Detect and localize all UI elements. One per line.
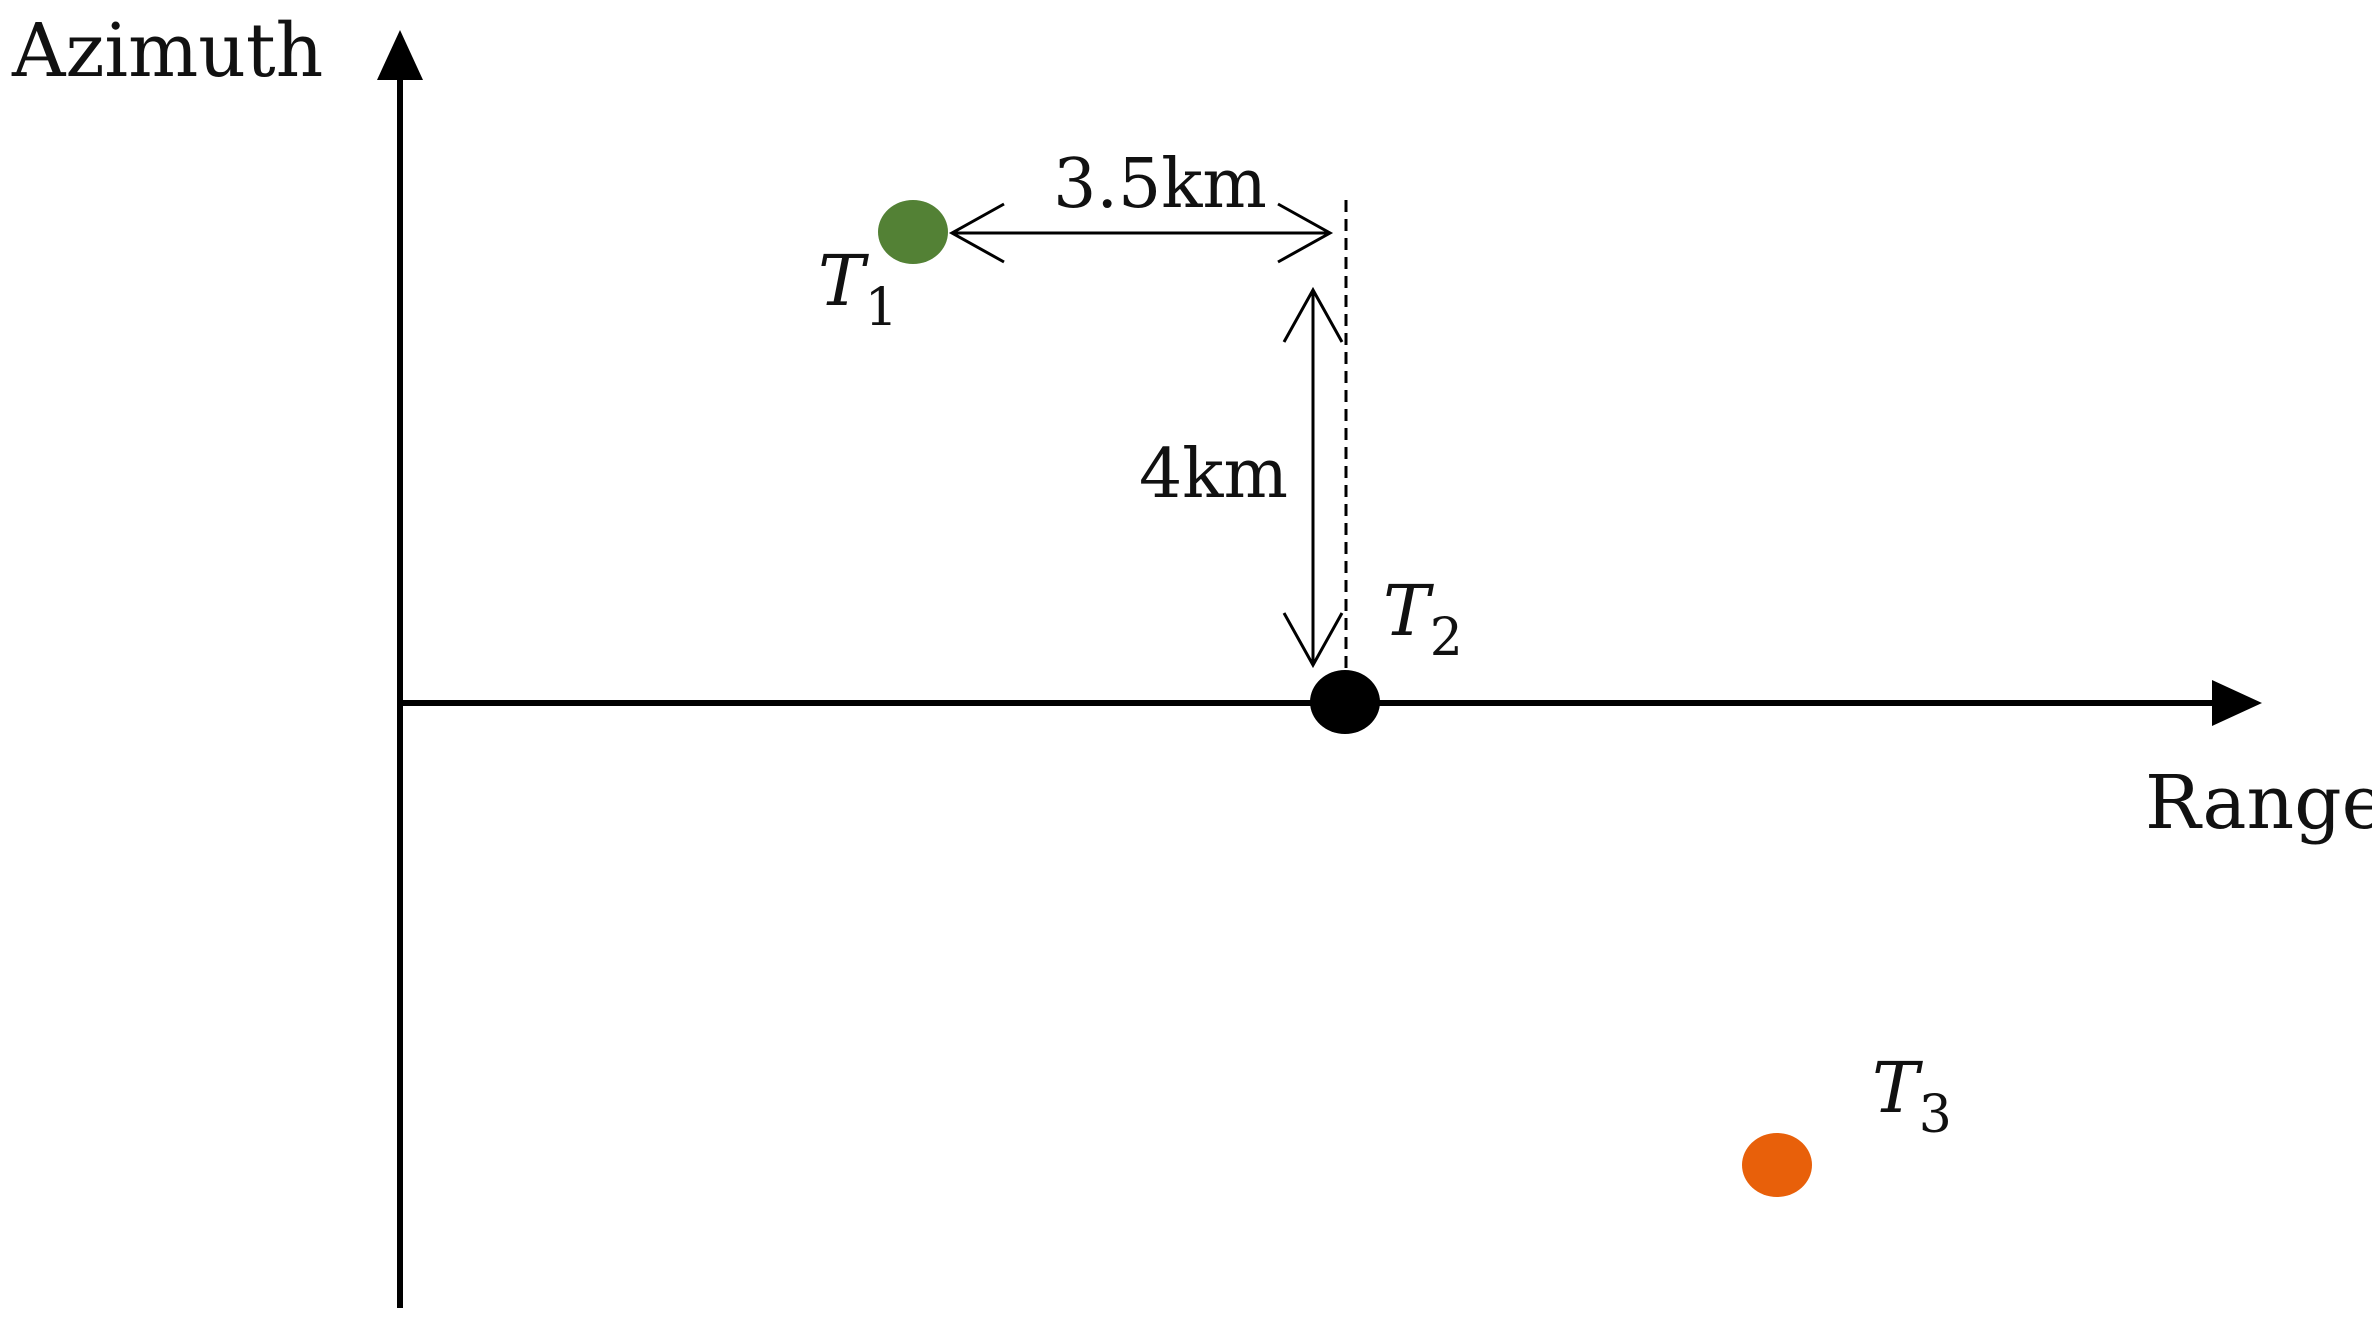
vertical-distance-label: 4km [1139,435,1288,514]
target-t1-label: T1 [818,240,898,338]
azimuth-axis-arrowhead [377,30,423,80]
target-t3-marker [1742,1133,1812,1197]
range-axis-label: Range [2145,760,2372,846]
azimuth-axis-label: Azimuth [11,8,323,94]
horizontal-dimension-arrow [948,202,1334,264]
target-t1-marker [878,200,948,264]
target-t2-marker [1310,670,1380,734]
target-t3-label: T3 [1872,1047,1952,1145]
range-axis-arrowhead [2212,680,2262,726]
vertical-dimension-arrow [1282,286,1344,669]
target-t2-label: T2 [1383,570,1463,668]
horizontal-distance-label: 3.5km [1053,145,1267,224]
